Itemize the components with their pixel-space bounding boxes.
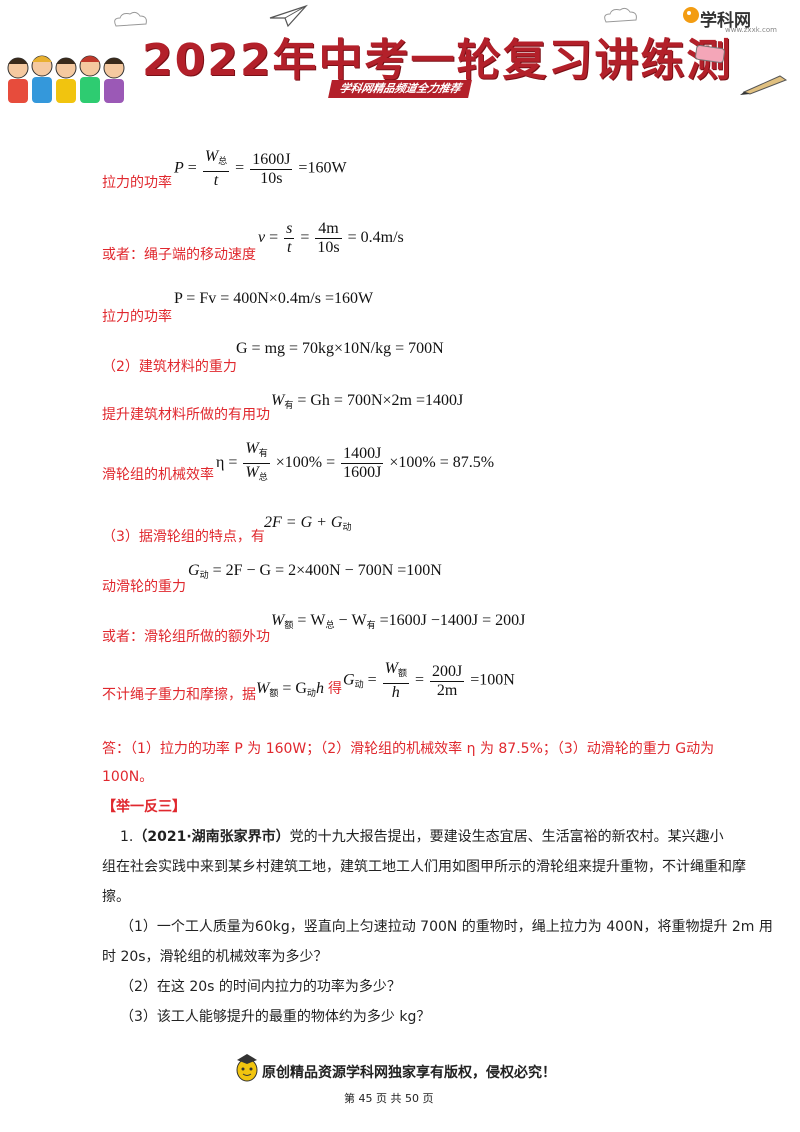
solution-label: 提升建筑材料所做的有用功 xyxy=(102,407,270,423)
logo-text: 学科网 xyxy=(700,11,751,31)
banner-title: 2022年中考一轮复习讲练测 xyxy=(142,35,733,86)
answer-line: 答：（1）拉力的功率 P 为 160W；（2）滑轮组的机械效率 η 为 87.5… xyxy=(102,741,715,757)
solution-label: （3）据滑轮组的特点，有 xyxy=(102,529,265,545)
logo-icon xyxy=(683,7,699,23)
header-banner: 2022年中考一轮复习讲练测 学科网精品频道全力推荐 学科网 www.zxxk.… xyxy=(0,0,800,110)
equation: G = mg = 70kg×10N/kg = 700N xyxy=(236,340,444,357)
cloud-icon xyxy=(604,7,637,23)
equation: G动 = 2F − G = 2×400N − 700N =100N xyxy=(188,562,442,581)
pencil-icon xyxy=(740,75,788,95)
question-line: 时 20s，滑轮组的机械效率为多少？ xyxy=(102,949,328,965)
section-heading: 【举一反三】 xyxy=(102,799,186,815)
question-line: （2）在这 20s 的时间内拉力的功率为多少？ xyxy=(120,979,401,995)
solution-label: 不计绳子重力和摩擦，据 xyxy=(102,687,256,703)
solution-label: 或者：绳子端的移动速度 xyxy=(102,247,256,263)
solution-label: 拉力的功率 xyxy=(102,309,172,325)
eraser-icon xyxy=(695,45,725,63)
logo-url: www.zxxk.com xyxy=(725,26,777,34)
equation: W有 = Gh = 700N×2m =1400J xyxy=(271,392,464,411)
copyright-notice: 原创精品资源学科网独家享有版权，侵权必究！ xyxy=(262,1065,556,1081)
equation: W额 = W总 − W有 =1600J −1400J = 200J xyxy=(271,612,526,631)
mascot-icon xyxy=(236,1054,258,1082)
solution-label: 拉力的功率 xyxy=(102,175,172,191)
question-line: （1）一个工人质量为60kg，竖直向上匀速拉动 700N 的重物时，绳上拉力为 … xyxy=(120,919,773,935)
cloud-icon xyxy=(114,11,147,27)
equation: W额 = G动h 得 xyxy=(256,680,342,699)
solution-label: 动滑轮的重力 xyxy=(102,579,186,595)
question-line: 1.（2021·湖南张家界市）党的十九大报告提出，要建设生态宜居、生活富裕的新农… xyxy=(120,829,724,845)
children-illustration xyxy=(7,55,125,103)
paper-plane-icon xyxy=(269,4,308,28)
equation: P = Fv = 400N×0.4m/s =160W xyxy=(174,290,374,307)
solution-label: 或者：滑轮组所做的额外功 xyxy=(102,629,270,645)
question-line: 擦。 xyxy=(102,889,130,905)
answer-line: 100N。 xyxy=(102,769,154,785)
page-number: 第 45 页 共 50 页 xyxy=(344,1092,434,1105)
question-line: 组在社会实践中来到某乡村建筑工地，建筑工地工人们用如图甲所示的滑轮组来提升重物，… xyxy=(102,859,746,875)
equation: 2F = G + G动 xyxy=(264,514,352,533)
banner-subtitle: 学科网精品频道全力推荐 xyxy=(328,80,472,98)
question-line: （3）该工人能够提升的最重的物体约为多少 kg？ xyxy=(120,1009,431,1025)
solution-label: 滑轮组的机械效率 xyxy=(102,467,214,483)
solution-label: （2）建筑材料的重力 xyxy=(102,359,237,375)
